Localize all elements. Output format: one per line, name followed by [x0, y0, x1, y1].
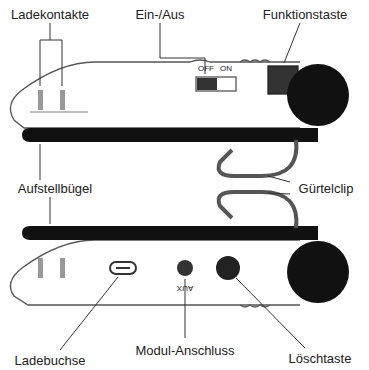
switch-marking: OFF	[198, 64, 214, 74]
housing-edge	[30, 111, 88, 112]
usb-c-tongue	[116, 267, 130, 269]
charging-contact	[60, 90, 65, 110]
device-bottom-view	[10, 192, 349, 307]
leader-line	[268, 193, 290, 194]
leader-line	[60, 277, 118, 350]
housing-end	[287, 64, 349, 126]
charging-contact	[38, 90, 43, 110]
charging-contact	[38, 258, 43, 278]
part-label: Aufstellbügel	[18, 181, 92, 196]
part-label: Ein-/Aus	[135, 7, 184, 22]
device-top-view	[10, 60, 349, 176]
leader-line	[40, 144, 41, 180]
leader-line	[284, 23, 300, 63]
stand-bracket	[22, 226, 318, 240]
housing-outline	[10, 240, 300, 305]
housing-end	[287, 241, 349, 303]
stand-bracket	[22, 128, 318, 142]
switch-marking: ON	[220, 64, 232, 74]
belt-clip	[219, 140, 297, 176]
part-label: Löschtaste	[289, 351, 352, 366]
module-port	[177, 260, 193, 276]
charging-contact	[60, 258, 65, 278]
housing-outline	[10, 60, 300, 128]
leader-line	[236, 278, 305, 348]
part-label: Modul-Anschluss	[136, 343, 235, 358]
leader-line	[268, 176, 290, 182]
grip-ridges	[240, 305, 270, 307]
part-label: Ladekontakte	[11, 7, 89, 22]
part-label: Funktionstaste	[263, 7, 348, 22]
leader-line	[40, 23, 62, 86]
belt-clip	[219, 192, 297, 228]
switch-slider	[197, 78, 217, 90]
grip-ridges	[240, 60, 270, 62]
power-switch	[196, 77, 236, 91]
part-label: Ladebuchse	[15, 353, 86, 368]
usb-c-socket	[110, 262, 136, 274]
port-marking: AUX	[177, 283, 193, 293]
part-label: Gürtelclip	[299, 181, 354, 196]
delete-key	[216, 256, 240, 280]
leader-line	[50, 197, 51, 224]
